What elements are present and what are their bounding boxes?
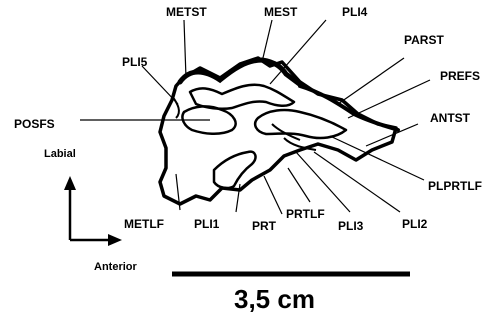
label-pli1: PLI1	[194, 217, 220, 231]
prefs-fossette	[255, 110, 346, 138]
label-plprtlf: PLPRTLF	[428, 179, 482, 193]
leader-lines	[80, 20, 430, 214]
label-pli5: PLI5	[122, 55, 148, 69]
label-prt: PRT	[252, 219, 277, 233]
label-pli4: PLI4	[342, 5, 368, 19]
label-posfs: POSFS	[14, 117, 55, 131]
label-anterior: Anterior	[94, 261, 138, 273]
scale-label: 3,5 cm	[234, 284, 315, 314]
label-prefs: PREFS	[440, 69, 480, 83]
label-prtlf: PRTLF	[286, 207, 325, 221]
arrow-up-icon	[64, 176, 76, 190]
label-mest: MEST	[264, 5, 298, 19]
orientation-arrows	[64, 176, 122, 246]
label-pli2: PLI2	[402, 217, 428, 231]
plication-pli2	[272, 124, 300, 140]
label-parst: PARST	[404, 33, 444, 47]
label-pli3: PLI3	[338, 219, 364, 233]
arrow-right-icon	[108, 234, 122, 246]
label-antst: ANTST	[430, 111, 471, 125]
label-labial: Labial	[44, 148, 76, 160]
label-metst: METST	[166, 5, 207, 19]
label-metlf: METLF	[124, 217, 164, 231]
